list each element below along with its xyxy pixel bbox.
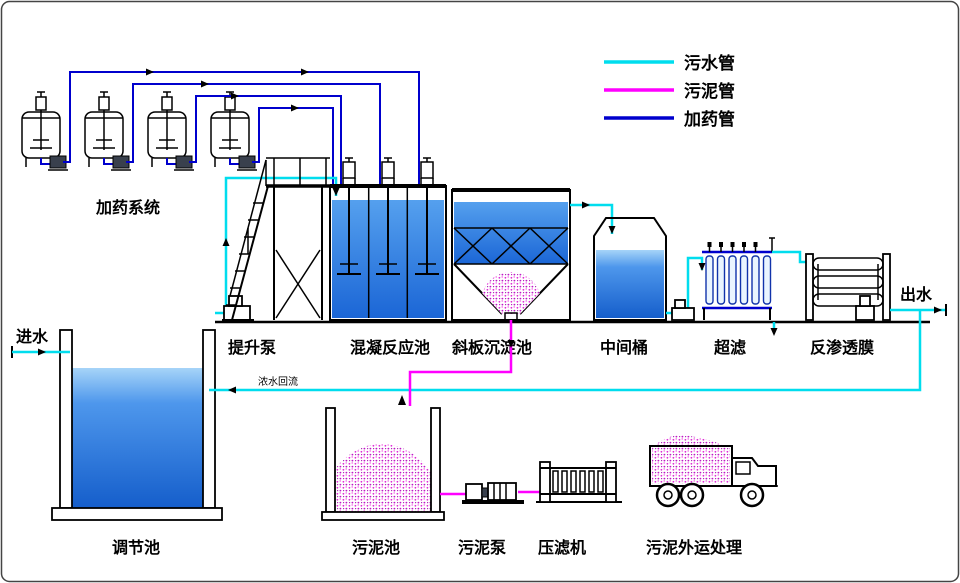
inlet-pipe: 进水 (11, 327, 70, 358)
ultrafiltration-unit: 超滤 (702, 237, 778, 357)
concentrate-return-pipe: 浓水回流 (209, 310, 922, 394)
sludge-tank: 污泥池 (321, 407, 445, 557)
label-sedimentation-tank: 斜板沉淀池 (451, 338, 532, 357)
label-lift-pump: 提升泵 (228, 339, 276, 357)
sludge-truck: 污泥外运处理 (646, 435, 778, 557)
sedimentation-water (454, 202, 568, 264)
legend-label-dosing: 加药管 (683, 109, 735, 129)
regulation-tank (51, 329, 223, 521)
legend-label-sludge: 污泥管 (684, 81, 735, 101)
legend: 污水管 污泥管 加药管 (604, 53, 735, 129)
ro-membrane-unit: 反渗透膜 (805, 253, 891, 357)
uf-to-ro-pipe (772, 250, 806, 264)
filter-press: 压滤机 (536, 461, 622, 557)
truck-wheel-2 (679, 482, 705, 508)
label-sludge-tank: 污泥池 (352, 538, 400, 557)
label-coagulation-tank: 混凝反应池 (350, 338, 430, 357)
truck-wheel-3 (739, 482, 765, 508)
label-inlet: 进水 (16, 327, 49, 346)
coagulation-tank: 混凝反应池 (329, 157, 447, 357)
label-intermediate-tank: 中间桶 (600, 338, 648, 357)
intermediate-tank: 中间桶 (593, 217, 667, 357)
dosing-pipes (63, 68, 420, 186)
label-filter-press: 压滤机 (538, 538, 586, 557)
sludge-pump: 污泥泵 (440, 482, 542, 557)
dosing-system: 加药系统 (21, 68, 420, 217)
label-ultrafiltration: 超滤 (713, 338, 746, 357)
settled-sludge (481, 272, 541, 314)
label-concentrate-return: 浓水回流 (258, 375, 298, 388)
regulation-tank-water (72, 368, 203, 508)
uf-membrane-tubes (705, 255, 772, 305)
sedimentation-tank: 斜板沉淀池 (451, 188, 571, 357)
clarified-water-pipe (570, 201, 616, 234)
legend-label-sewage: 污水管 (684, 53, 735, 73)
platform-stairs (226, 157, 330, 321)
label-dosing-system: 加药系统 (95, 198, 160, 217)
label-ro-membrane: 反渗透膜 (810, 338, 874, 357)
truck-sludge-load (652, 435, 730, 448)
label-regulation-tank: 调节池 (112, 538, 160, 557)
outlet-pipe: 出水 (890, 285, 947, 316)
label-sludge-disposal: 污泥外运处理 (646, 538, 742, 557)
transfer-pump (666, 256, 706, 321)
label-outlet: 出水 (900, 285, 933, 304)
uf-top-valves (707, 242, 758, 252)
truck-wheel-1 (655, 482, 681, 508)
filter-plates (552, 470, 604, 493)
intermediate-water (596, 250, 664, 318)
sludge-pile (335, 443, 431, 512)
sludge-pipe (398, 320, 515, 406)
label-sludge-pump: 污泥泵 (458, 538, 506, 557)
